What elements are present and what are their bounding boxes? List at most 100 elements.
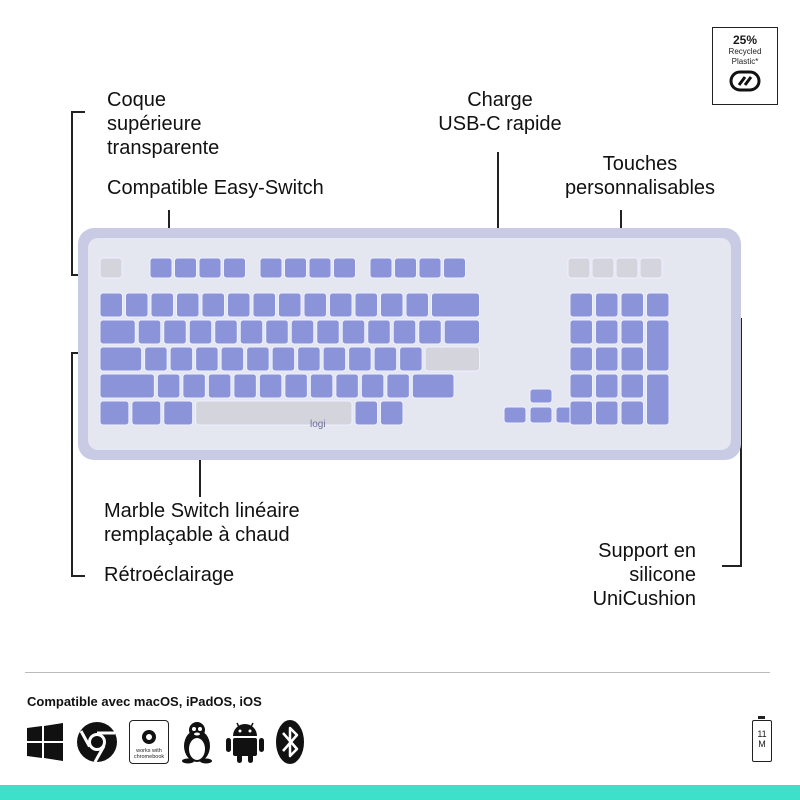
key — [163, 319, 187, 345]
brand-accent-bar — [0, 785, 800, 800]
spacebar — [195, 400, 353, 426]
recycled-percent: 25% — [732, 33, 758, 47]
numpad-key — [620, 400, 644, 426]
annotation-custom-keys: Touches personnalisables — [564, 153, 716, 199]
compatibility-label: Compatible avec macOS, iPadOS, iOS — [27, 694, 262, 709]
windows-icon — [25, 722, 65, 762]
key — [195, 346, 219, 372]
fn-key — [380, 400, 404, 426]
numpad-key — [569, 373, 593, 399]
chromebook-text: works with chromebook — [133, 747, 165, 760]
leader-backlight-vertical — [71, 352, 73, 576]
annotation-backlight: Rétroéclairage — [104, 564, 235, 586]
custom-key — [639, 257, 663, 279]
key — [354, 292, 378, 318]
leader-unicushion-end — [722, 565, 742, 567]
key — [399, 346, 423, 372]
leader-top-case-vertical — [71, 111, 73, 275]
key — [99, 292, 123, 318]
keyboard-illustration: logi — [78, 228, 741, 460]
battery-life-icon: 11 M — [752, 716, 772, 762]
numpad-key — [569, 292, 593, 318]
custom-key — [615, 257, 639, 279]
key — [360, 373, 385, 399]
custom-key — [591, 257, 615, 279]
key — [227, 292, 251, 318]
key — [150, 292, 174, 318]
key — [176, 292, 200, 318]
key — [137, 319, 162, 345]
function-key — [394, 257, 417, 279]
key — [214, 319, 238, 345]
key — [207, 373, 232, 399]
key — [233, 373, 257, 399]
leader-usb-c — [497, 152, 499, 236]
bluetooth-icon — [275, 719, 305, 765]
key — [411, 373, 455, 399]
numpad-key — [595, 400, 619, 426]
os-icons-row: works with chromebook — [25, 718, 305, 766]
leader-top-case-tick — [71, 111, 85, 113]
numpad-key — [595, 373, 619, 399]
arrow-left-key — [503, 406, 527, 424]
key — [99, 373, 155, 399]
key — [271, 346, 296, 372]
key — [405, 292, 429, 318]
numpad-key — [620, 292, 644, 318]
key — [278, 292, 302, 318]
numpad-key — [620, 346, 644, 372]
key — [246, 346, 270, 372]
alt-key — [163, 400, 194, 426]
key — [239, 319, 264, 345]
annotation-top-case: Coque supérieure transparente — [107, 89, 220, 159]
key — [303, 292, 327, 318]
key — [99, 346, 143, 372]
numpad-key — [646, 292, 670, 318]
arrow-up-key — [529, 388, 553, 404]
function-key — [284, 257, 307, 279]
numpad-key — [569, 400, 593, 426]
key — [386, 373, 410, 399]
alt-gr-key — [354, 400, 378, 426]
leader-marble-switch — [199, 440, 201, 497]
key — [322, 346, 347, 372]
key — [348, 346, 372, 372]
android-icon — [225, 720, 265, 764]
annotation-easy-switch: Compatible Easy-Switch — [107, 177, 324, 199]
esc-key — [99, 257, 123, 279]
key — [309, 373, 334, 399]
annotation-usb-c: Charge USB-C rapide — [438, 89, 562, 135]
key — [201, 292, 225, 318]
key — [265, 319, 289, 345]
key — [144, 346, 168, 372]
key — [329, 292, 353, 318]
numpad-key — [620, 373, 644, 399]
function-key — [259, 257, 283, 279]
key — [188, 319, 213, 345]
key — [220, 346, 245, 372]
chrome-icon — [75, 720, 119, 764]
key — [252, 292, 276, 318]
custom-key — [567, 257, 591, 279]
works-with-chromebook-icon: works with chromebook — [129, 720, 169, 764]
start-key — [131, 400, 162, 426]
function-key — [198, 257, 222, 279]
recycled-line2: Plastic* — [731, 57, 759, 66]
numpad-key — [646, 373, 670, 426]
numpad-key — [595, 346, 619, 372]
numpad-key — [646, 319, 670, 372]
key — [316, 319, 340, 345]
leader-top-case-end — [71, 274, 83, 276]
function-key — [223, 257, 246, 279]
function-key — [369, 257, 393, 279]
key — [156, 373, 181, 399]
key — [373, 346, 398, 372]
key — [258, 373, 283, 399]
key — [182, 373, 206, 399]
keyboard-logo: logi — [310, 419, 326, 430]
ctrl-key — [99, 400, 130, 426]
key — [297, 346, 321, 372]
key — [290, 319, 315, 345]
numpad-key — [569, 346, 593, 372]
function-key — [418, 257, 442, 279]
